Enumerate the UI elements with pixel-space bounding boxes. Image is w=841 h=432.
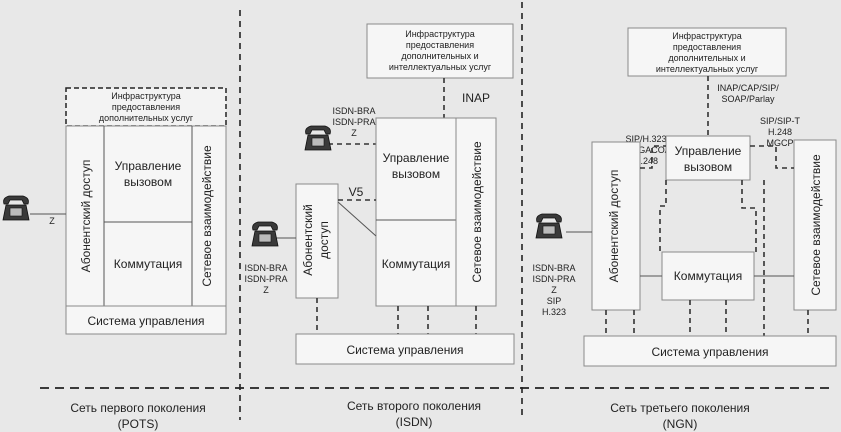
telephone-icon: [535, 213, 563, 239]
pots-management-label: Система управления: [87, 314, 204, 328]
telephone-icon: [2, 195, 30, 221]
pots-caption-line2: (POTS): [118, 417, 159, 431]
ngn-switching-label: Коммутация: [674, 269, 742, 283]
pots-access-label: Абонентский доступ: [79, 160, 93, 273]
isdn-access-box: [295, 183, 339, 299]
isdn-phone2-label3: Z: [263, 285, 269, 295]
isdn-phone1-label1: ISDN-BRA: [332, 106, 375, 116]
pots-exchange-box: [65, 125, 227, 307]
isdn-phone1-label2: ISDN-PRA: [332, 117, 375, 127]
isdn-exchange-box: [375, 117, 457, 307]
ngn-management-box: [583, 335, 837, 367]
isdn-access-line2: доступ: [317, 221, 331, 259]
isdn-section: Инфраструктура предоставления дополнител…: [244, 23, 515, 429]
isdn-caption-line1: Сеть второго поколения: [347, 399, 481, 413]
ngn-caption-line1: Сеть третьего поколения: [610, 401, 749, 415]
isdn-management-label: Система управления: [346, 343, 463, 357]
pots-z-label: Z: [49, 216, 55, 226]
isdn-interworking-box: [455, 117, 497, 307]
isdn-phone2-label1: ISDN-BRA: [244, 263, 287, 273]
ngn-phone-label1: ISDN-BRA: [532, 263, 575, 273]
ngn-call-control-line2: вызовом: [684, 160, 732, 174]
ngn-infra-line3: дополнительных и: [668, 53, 745, 63]
isdn-phone2-label2: ISDN-PRA: [244, 274, 287, 284]
isdn-infra-box: [366, 23, 514, 79]
ngn-management-label: Система управления: [651, 345, 768, 359]
isdn-switching-label: Коммутация: [382, 257, 450, 271]
ngn-phone-label3: Z: [551, 285, 557, 295]
ngn-proto-left2: MEGACO/: [625, 145, 668, 155]
ngn-infra-line1: Инфраструктура: [672, 31, 742, 41]
ngn-proto-right1: SIP/SIP-T: [760, 116, 801, 126]
pots-infra-line1: Инфраструктура: [111, 91, 181, 101]
ngn-proto-right2: H.248: [768, 127, 792, 137]
pots-section: Инфраструктура предоставления дополнител…: [2, 87, 227, 431]
isdn-infra-line2: предоставления: [406, 40, 474, 50]
ngn-infra-line2: предоставления: [673, 42, 741, 52]
ngn-proto-left3: H.248: [634, 156, 658, 166]
ngn-interworking-box: [793, 139, 837, 311]
telephone-icon: [304, 125, 332, 151]
ngn-proto-left1: SIP/H.323: [625, 134, 666, 144]
ngn-call-control-line1: Управление: [675, 144, 742, 158]
pots-call-control-line2: вызовом: [124, 175, 172, 189]
ngn-phone-label5: H.323: [542, 307, 566, 317]
isdn-infra-line3: дополнительных и: [401, 51, 478, 61]
isdn-inap-label: INAP: [462, 91, 490, 105]
isdn-v5-label: V5: [349, 185, 364, 199]
pots-caption-line1: Сеть первого поколения: [70, 401, 205, 415]
pots-infra-box: [65, 87, 227, 127]
ngn-access-box: [591, 141, 641, 311]
isdn-infra-line4: интеллектуальных услуг: [389, 62, 492, 72]
isdn-phone1-label3: Z: [351, 128, 357, 138]
ngn-phone-label4: SIP: [547, 296, 562, 306]
ngn-proto-top1: INAP/CAP/SIP/: [717, 83, 779, 93]
pots-call-control-line1: Управление: [115, 159, 182, 173]
ngn-proto-top2: SOAP/Parlay: [721, 94, 775, 104]
pots-infra-line3: дополнительных услуг: [99, 113, 194, 123]
pots-management-box: [65, 305, 227, 335]
ngn-access-label: Абонентский доступ: [607, 170, 621, 283]
ngn-infra-line4: интеллектуальных услуг: [656, 64, 759, 74]
ngn-section: Инфраструктура предоставления дополнител…: [532, 27, 837, 431]
ngn-caption-line2: (NGN): [663, 417, 698, 431]
isdn-interworking-label: Сетевое взаимодействие: [470, 141, 484, 283]
ngn-interworking-label: Сетевое взаимодействие: [809, 154, 823, 296]
ngn-softswitch-box: [665, 135, 751, 181]
ngn-infra-box: [627, 27, 787, 77]
ngn-phone-label2: ISDN-PRA: [532, 274, 575, 284]
isdn-call-control-line2: вызовом: [392, 167, 440, 181]
isdn-call-control-line1: Управление: [383, 151, 450, 165]
pots-interworking-label: Сетевое взаимодействие: [200, 145, 214, 287]
pots-infra-line2: предоставления: [112, 102, 180, 112]
isdn-caption-line2: (ISDN): [396, 415, 433, 429]
telephone-icon: [251, 221, 279, 247]
pots-switching-label: Коммутация: [114, 257, 182, 271]
isdn-management-box: [295, 333, 515, 365]
isdn-infra-line1: Инфраструктура: [405, 29, 475, 39]
isdn-access-line1: Абонентский: [301, 204, 315, 276]
ngn-proto-right3: MGCP: [767, 138, 794, 148]
